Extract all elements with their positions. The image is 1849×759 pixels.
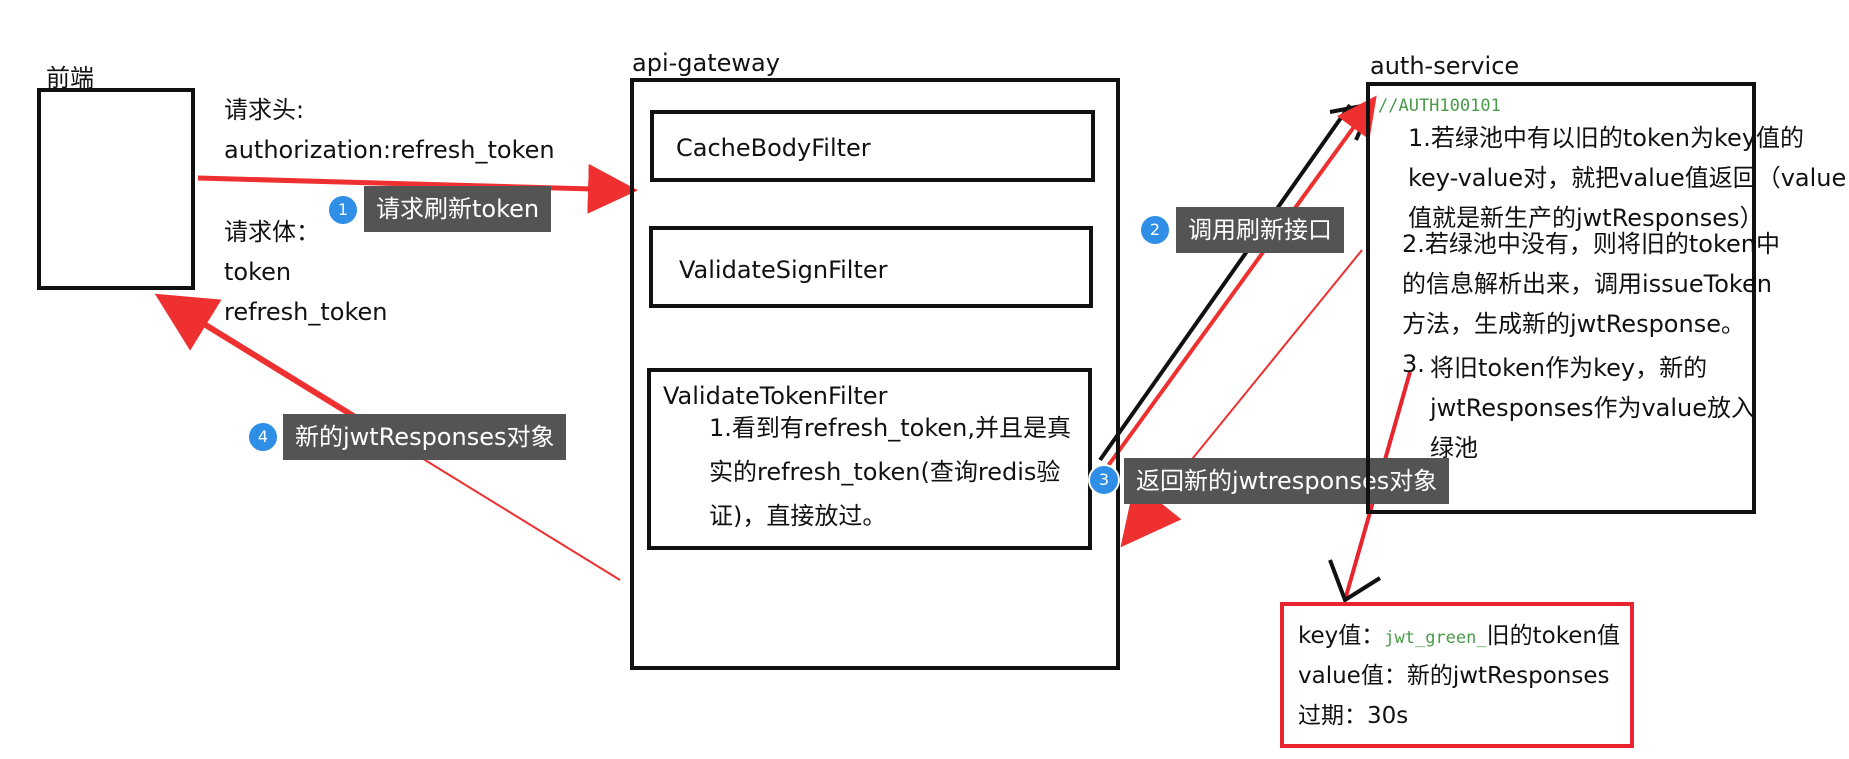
auth-title: auth-service — [1370, 52, 1520, 80]
auth-note-line: 值就是新生产的jwtResponses） — [1408, 204, 1764, 232]
filter-validate-sign-label: ValidateSignFilter — [679, 256, 888, 284]
filter-validate-sign: ValidateSignFilter — [649, 226, 1093, 308]
green-pool-key-code: jwt_green_ — [1384, 628, 1487, 648]
token-filter-note-line: 证)，直接放过。 — [709, 502, 887, 530]
green-pool-key-line: key值：jwt_green_旧的token值 — [1298, 616, 1620, 658]
filter-validate-token-label: ValidateTokenFilter — [663, 382, 888, 410]
filter-cache-body-label: CacheBodyFilter — [676, 134, 871, 162]
auth-note-line: 1.若绿池中有以旧的token为key值的 — [1408, 124, 1805, 152]
step-badge-3: 3 — [1088, 464, 1120, 496]
green-pool-value-line: value值：新的jwtResponses — [1298, 663, 1610, 689]
filter-validate-token: ValidateTokenFilter 1.看到有refresh_token,并… — [647, 368, 1092, 550]
green-pool-box: key值：jwt_green_旧的token值 value值：新的jwtResp… — [1280, 602, 1634, 748]
auth-note-line: 的信息解析出来，调用issueToken — [1402, 270, 1772, 298]
arrow-call-refresh — [1103, 95, 1377, 472]
arrow-to-green-pool-head — [1328, 559, 1382, 603]
step-label-2: 调用刷新接口 — [1176, 207, 1344, 253]
token-filter-note-line: 1.看到有refresh_token,并且是真 — [709, 414, 1072, 442]
request-header-value: authorization:refresh_token — [224, 136, 555, 164]
green-pool-key-label: key值： — [1298, 623, 1385, 649]
auth-note-line: jwtResponses作为value放入 — [1430, 394, 1756, 422]
request-body-label: 请求体： — [224, 218, 320, 246]
auth-note-line: 绿池 — [1430, 434, 1478, 462]
step-badge-2: 2 — [1139, 214, 1171, 246]
request-body-field: token — [224, 258, 292, 286]
auth-note-line: 2.若绿池中没有，则将旧的token中 — [1402, 230, 1781, 258]
arrow-new-jwt-thick — [154, 293, 362, 423]
gateway-title: api-gateway — [632, 49, 780, 77]
gateway-box — [630, 78, 1120, 670]
request-body-field: refresh_token — [224, 298, 388, 326]
filter-cache-body: CacheBodyFilter — [650, 110, 1095, 182]
step-badge-4: 4 — [247, 421, 279, 453]
step-label-4: 新的jwtResponses对象 — [283, 414, 567, 460]
step-badge-1: 1 — [327, 194, 359, 226]
frontend-box — [37, 88, 195, 290]
arrow-request-refresh — [197, 163, 638, 214]
auth-note-line: 3. — [1402, 350, 1425, 378]
auth-box — [1366, 82, 1756, 514]
green-pool-key-suffix: 旧的token值 — [1486, 623, 1620, 649]
token-filter-note-line: 实的refresh_token(查询redis验 — [709, 458, 1061, 486]
auth-code-comment: //AUTH100101 — [1378, 96, 1501, 116]
request-header-label: 请求头: — [224, 96, 305, 124]
green-pool-expire-line: 过期：30s — [1298, 703, 1409, 729]
auth-note-line: key-value对，就把value值返回（value — [1408, 164, 1847, 192]
auth-note-line: 方法，生成新的jwtResponse。 — [1402, 310, 1745, 338]
step-label-1: 请求刷新token — [364, 186, 552, 232]
arrow-call-refresh-black — [1098, 103, 1352, 462]
auth-note-line: 将旧token作为key，新的 — [1430, 354, 1708, 382]
frontend-title: 前端 — [46, 64, 94, 92]
step-label-3: 返回新的jwtresponses对象 — [1124, 458, 1450, 504]
